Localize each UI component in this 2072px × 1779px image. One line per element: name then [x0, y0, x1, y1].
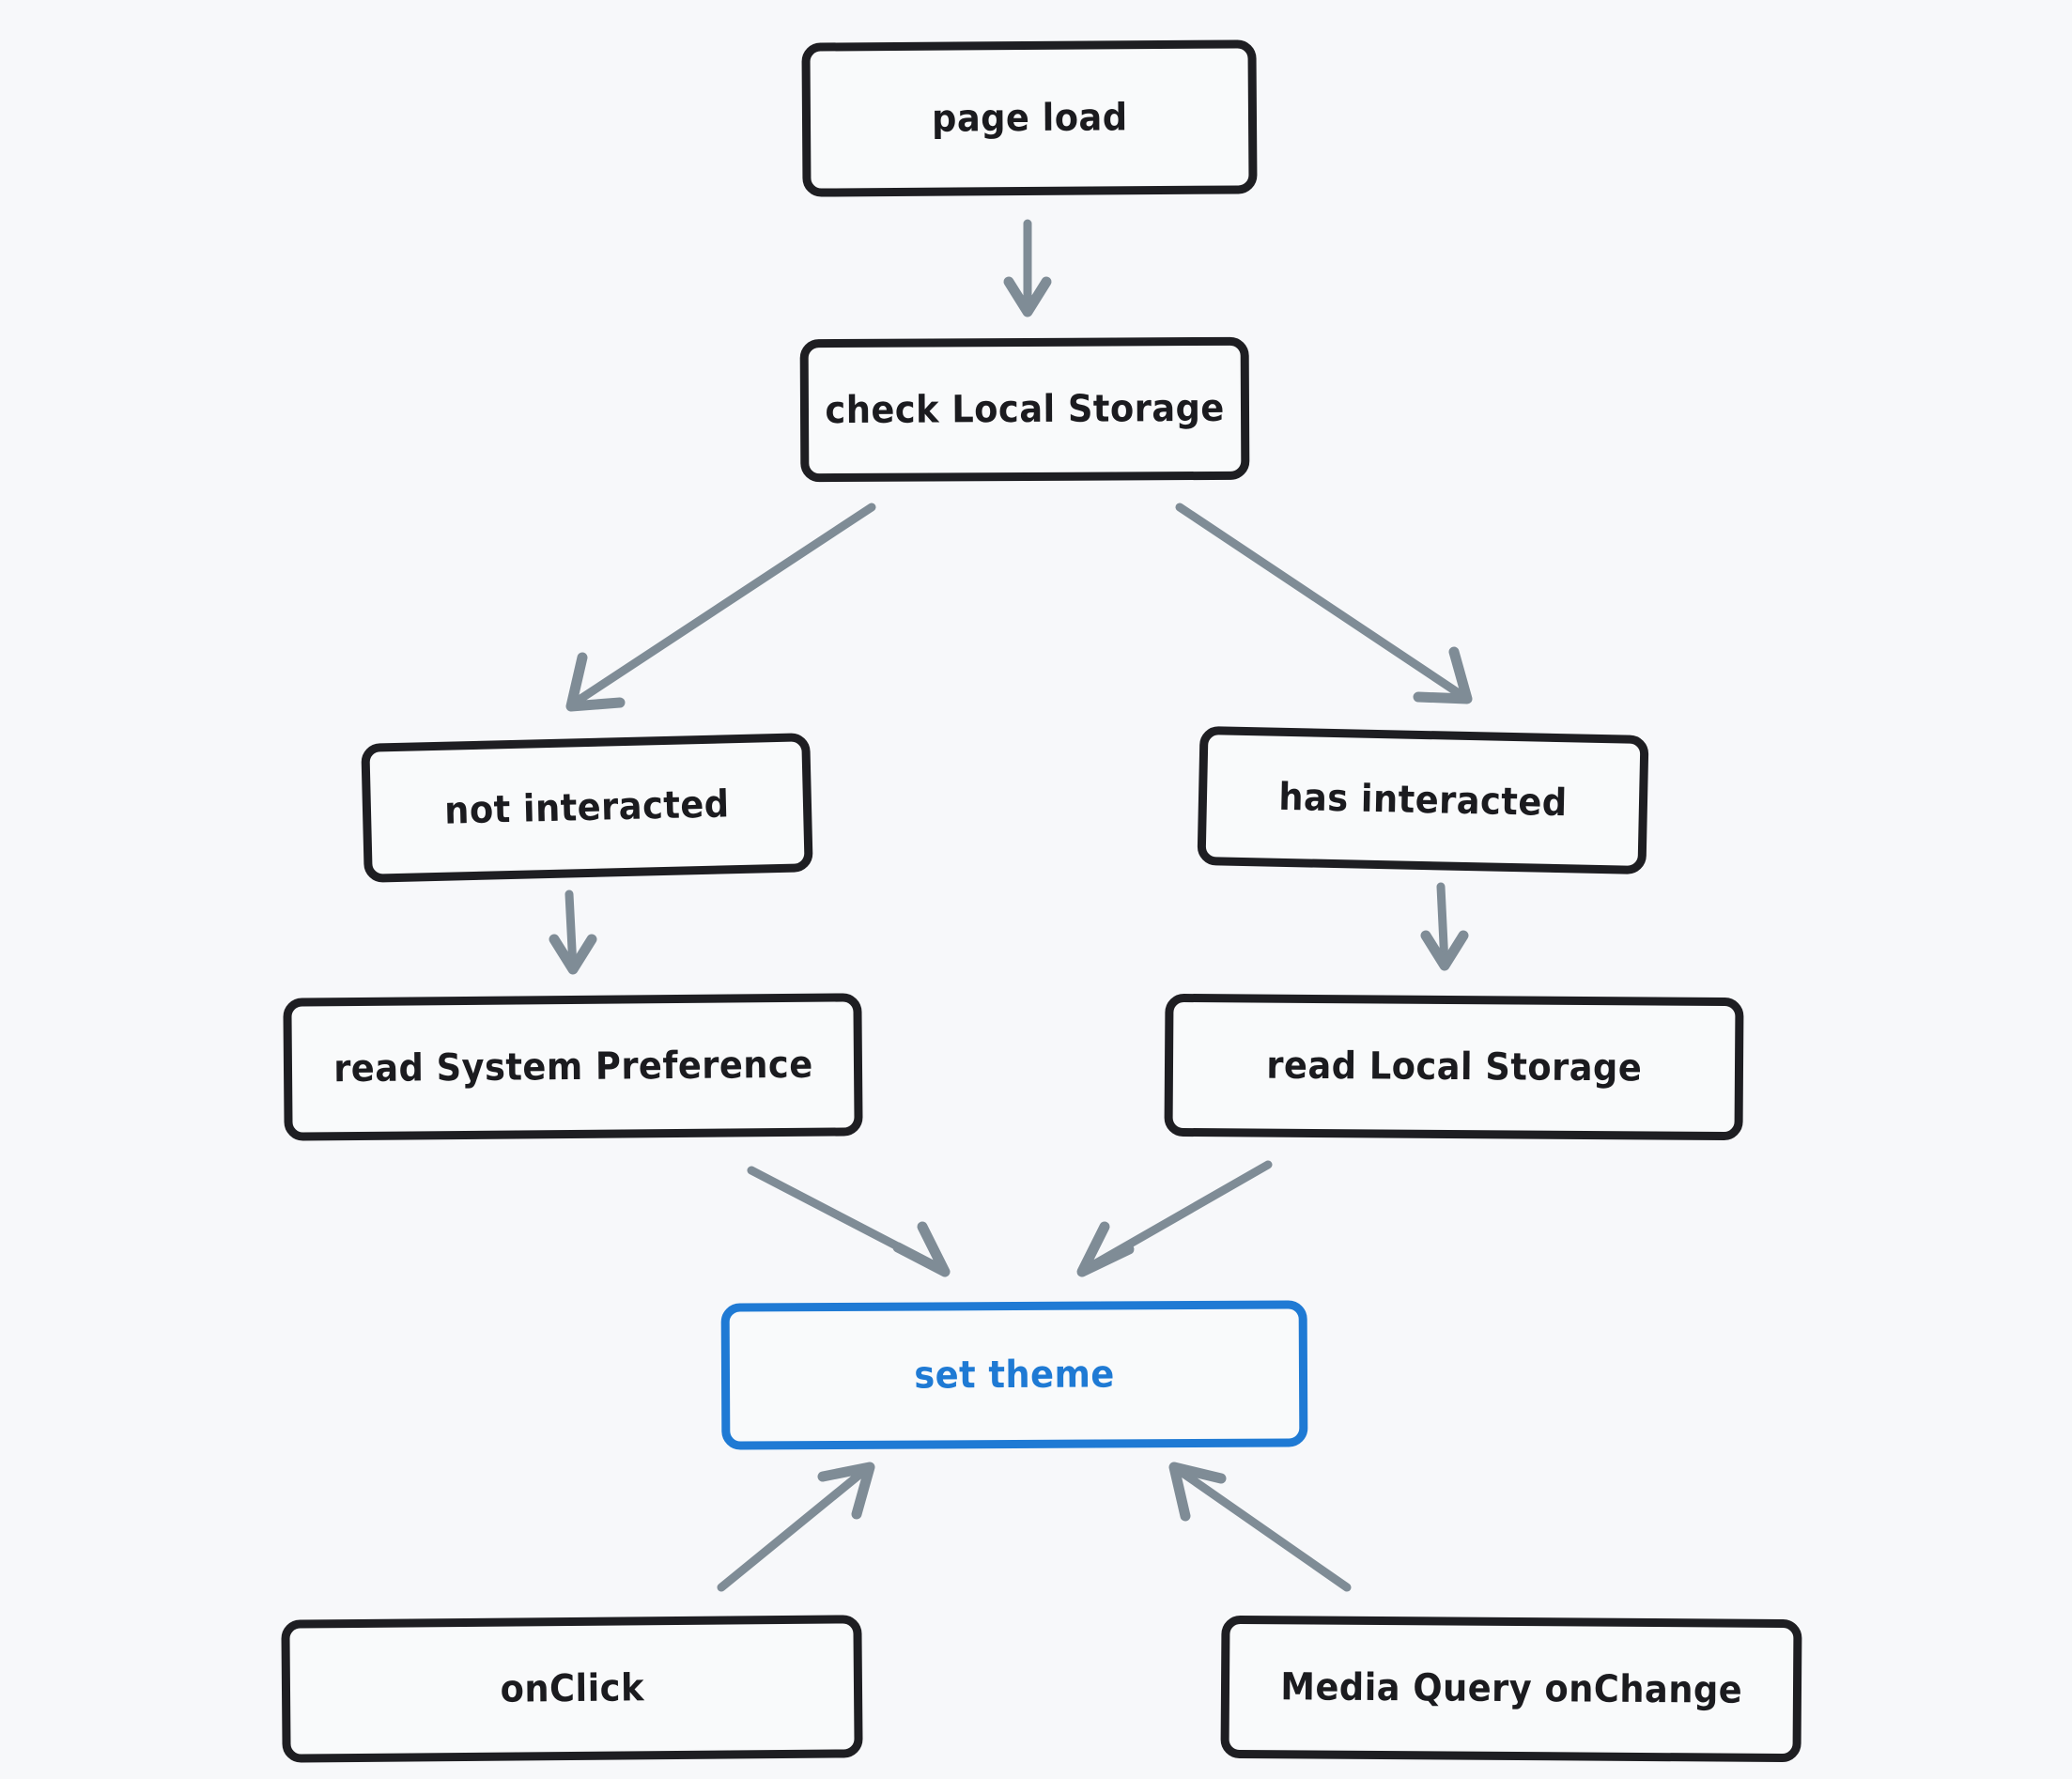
edge-read-system-preference-to-set-theme: [747, 1166, 951, 1277]
node-has-interacted[interactable]: has interacted: [1197, 726, 1649, 874]
node-media-query-onchange-label: Media Query onChange: [1279, 1665, 1743, 1712]
edge-on-click-to-set-theme: [717, 1462, 875, 1592]
node-media-query-onchange[interactable]: Media Query onChange: [1220, 1615, 1802, 1763]
node-check-local-storage[interactable]: check Local Storage: [799, 336, 1250, 483]
node-read-system-preference-label: read System Preference: [332, 1043, 813, 1091]
node-page-load-label: page load: [931, 96, 1128, 141]
edge-read-local-storage-to-set-theme: [1076, 1160, 1273, 1277]
edge-media-query-onchange-to-set-theme: [1168, 1462, 1352, 1592]
edge-has-interacted-to-read-local-storage: [1420, 882, 1469, 971]
edge-not-interacted-to-read-system-preference: [549, 890, 597, 975]
node-not-interacted[interactable]: not interacted: [361, 733, 813, 883]
edge-check-local-storage-to-not-interacted: [565, 503, 876, 712]
node-on-click[interactable]: onClick: [281, 1615, 863, 1763]
node-page-load[interactable]: page load: [801, 39, 1258, 197]
edge-has-interacted-to-read-local-storage-arrowhead-icon: [1420, 930, 1469, 971]
edge-check-local-storage-to-has-interacted-arrowhead-icon: [1413, 646, 1473, 704]
edge-page-load-to-check-local-storage-arrowhead-icon: [1003, 276, 1052, 317]
node-check-local-storage-label: check Local Storage: [825, 386, 1225, 433]
node-read-system-preference[interactable]: read System Preference: [283, 993, 863, 1141]
edge-read-local-storage-to-set-theme-arrowhead-icon: [1076, 1221, 1135, 1277]
node-read-local-storage[interactable]: read Local Storage: [1164, 993, 1744, 1141]
node-not-interacted-label: not interacted: [443, 782, 731, 833]
edge-read-system-preference-to-set-theme-arrowhead-icon: [892, 1221, 951, 1277]
edge-check-local-storage-to-has-interacted: [1175, 503, 1473, 704]
node-set-theme[interactable]: set theme: [720, 1300, 1308, 1450]
node-has-interacted-label: has interacted: [1277, 775, 1569, 826]
node-on-click-label: onClick: [500, 1666, 644, 1711]
edge-on-click-to-set-theme-arrowhead-icon: [817, 1462, 875, 1520]
edge-page-load-to-check-local-storage: [1003, 219, 1052, 317]
edge-media-query-onchange-to-set-theme-arrowhead-icon: [1168, 1462, 1227, 1522]
node-read-local-storage-label: read Local Storage: [1265, 1044, 1643, 1091]
edge-not-interacted-to-read-system-preference-arrowhead-icon: [549, 934, 597, 975]
node-set-theme-label: set theme: [914, 1353, 1115, 1398]
edge-check-local-storage-to-not-interacted-arrowhead-icon: [565, 652, 626, 712]
